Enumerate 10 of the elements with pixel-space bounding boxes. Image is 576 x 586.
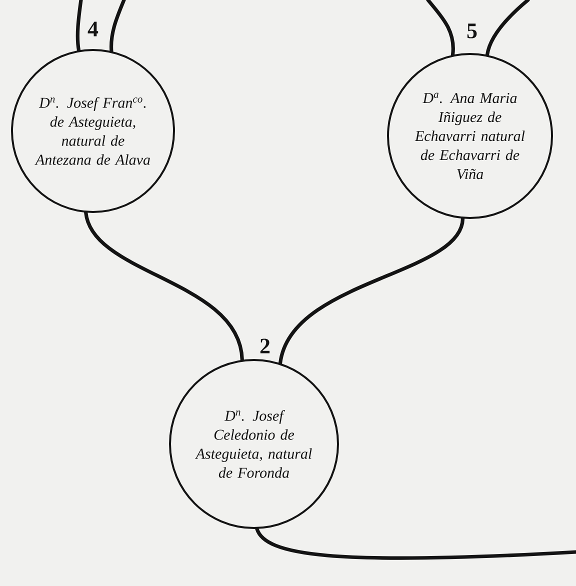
lineage-line: [278, 216, 465, 365]
lineage-line: [426, 0, 455, 57]
lineage-line: [76, 0, 83, 52]
lineage-line: [84, 210, 244, 362]
lineage-line: [255, 527, 576, 560]
lineage-line: [485, 0, 530, 57]
node-number: 4: [88, 22, 98, 36]
lineage-line: [109, 0, 126, 53]
node-number: 2: [260, 338, 270, 354]
node-number: 5: [467, 24, 477, 38]
